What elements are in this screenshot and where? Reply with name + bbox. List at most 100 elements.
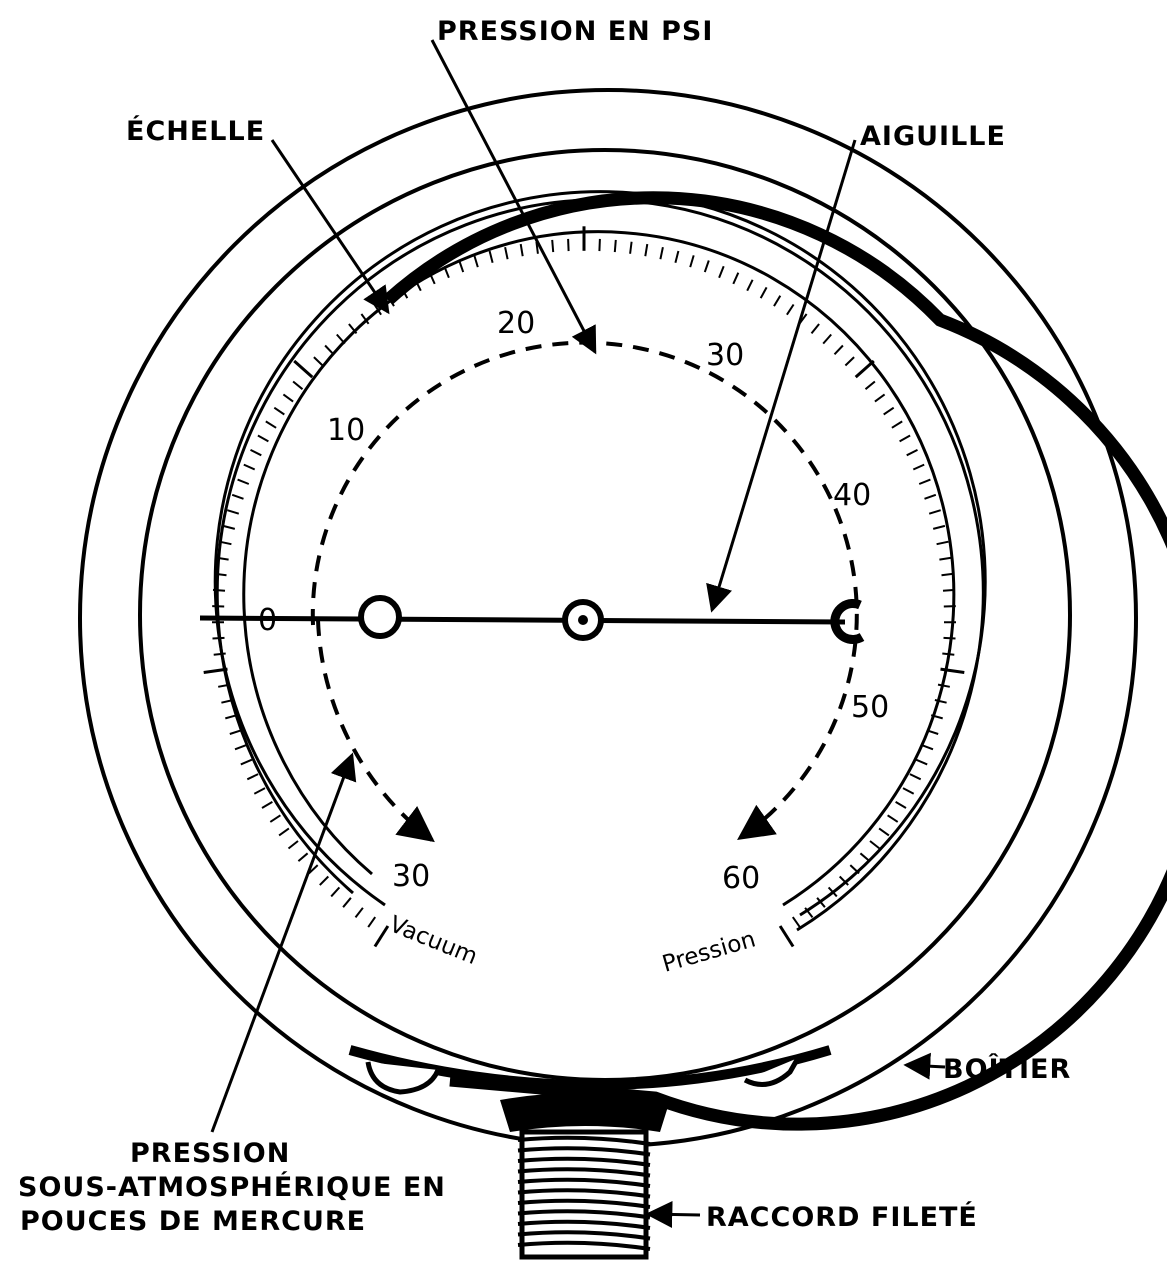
minor-tick bbox=[930, 714, 943, 720]
minor-tick bbox=[816, 897, 826, 908]
minor-tick bbox=[718, 265, 725, 279]
scale-inner-arc bbox=[242, 230, 956, 907]
minor-tick bbox=[942, 588, 956, 592]
scale-numbers: 0 10 20 30 40 50 60 30 Vacuum Pression bbox=[258, 306, 889, 978]
minor-tick bbox=[253, 787, 266, 795]
minor-tick bbox=[786, 303, 795, 316]
minor-tick bbox=[273, 406, 285, 416]
minor-tick bbox=[895, 801, 907, 809]
minor-tick bbox=[598, 238, 601, 252]
minor-tick bbox=[292, 380, 304, 390]
minor-tick bbox=[229, 729, 242, 735]
pointer-hub-center bbox=[578, 615, 588, 625]
label-sous-atm-2: SOUS-ATMOSPHÉRIQUE EN bbox=[18, 1171, 446, 1203]
scale-label-10: 10 bbox=[327, 413, 365, 448]
minor-tick bbox=[909, 773, 922, 781]
minor-tick bbox=[773, 295, 782, 307]
scale-label-vacuum-30: 30 bbox=[392, 859, 430, 894]
minor-tick bbox=[810, 323, 820, 335]
minor-tick bbox=[297, 852, 309, 862]
minor-tick bbox=[939, 556, 952, 561]
minor-tick bbox=[535, 241, 539, 254]
thread-line bbox=[517, 1177, 651, 1188]
minor-tick bbox=[928, 509, 941, 515]
minor-tick bbox=[218, 683, 231, 688]
label-echelle: ÉCHELLE bbox=[126, 115, 265, 147]
bezel-ring bbox=[138, 148, 1072, 1082]
thread-line bbox=[517, 1198, 651, 1209]
minor-tick bbox=[943, 636, 956, 640]
minor-tick bbox=[212, 588, 226, 592]
vacuum-label: Vacuum bbox=[386, 911, 481, 970]
minor-tick bbox=[659, 246, 664, 260]
minor-tick bbox=[791, 916, 801, 928]
minor-tick bbox=[849, 864, 860, 875]
minor-tick bbox=[934, 699, 947, 704]
label-raccord: RACCORD FILETÉ bbox=[706, 1201, 978, 1233]
minor-tick bbox=[348, 323, 358, 335]
vacuum-dashed-arc bbox=[316, 619, 435, 843]
minor-tick bbox=[257, 434, 269, 443]
minor-tick bbox=[804, 907, 814, 919]
label-sous-atm-3: POUCES DE MERCURE bbox=[20, 1206, 366, 1237]
minor-tick bbox=[921, 744, 934, 751]
scale-label-40: 40 bbox=[833, 478, 871, 513]
thread-line bbox=[517, 1219, 651, 1230]
scale-outer-arc bbox=[215, 198, 985, 932]
minor-tick bbox=[243, 463, 256, 471]
minor-tick bbox=[822, 333, 832, 345]
leader-boitier bbox=[903, 1052, 946, 1080]
label-boitier: BOÎTIER bbox=[943, 1053, 1071, 1085]
minor-tick bbox=[360, 313, 370, 325]
minor-tick bbox=[216, 556, 229, 561]
minor-tick bbox=[367, 916, 377, 928]
minor-tick bbox=[629, 241, 633, 254]
scale-label-60: 60 bbox=[722, 861, 760, 896]
minor-tick bbox=[336, 333, 346, 345]
minor-tick bbox=[222, 524, 236, 530]
pressure-dashed-arc bbox=[310, 340, 859, 841]
minor-tick bbox=[282, 393, 294, 403]
minor-tick bbox=[234, 744, 247, 751]
minor-tick bbox=[231, 493, 244, 500]
minor-tick bbox=[269, 814, 281, 823]
pointer-counterweight bbox=[358, 595, 402, 639]
minor-tick bbox=[838, 875, 849, 886]
minor-tick bbox=[912, 463, 925, 471]
minor-tick bbox=[942, 652, 955, 656]
major-tick bbox=[203, 667, 228, 674]
minor-tick bbox=[354, 907, 364, 919]
minor-tick bbox=[265, 420, 277, 429]
threaded-fitting bbox=[500, 1092, 670, 1260]
minor-tick bbox=[887, 814, 899, 823]
minor-tick bbox=[746, 279, 754, 292]
minor-ticks bbox=[211, 238, 957, 928]
minor-tick bbox=[237, 478, 250, 485]
minor-tick bbox=[221, 699, 234, 704]
minor-tick bbox=[613, 239, 617, 253]
minor-tick bbox=[504, 246, 509, 260]
minor-tick bbox=[891, 420, 903, 429]
minor-tick bbox=[443, 265, 450, 279]
pressure-label: Pression bbox=[659, 926, 758, 977]
minor-tick bbox=[278, 827, 290, 837]
minor-tick bbox=[915, 758, 928, 766]
lug-left bbox=[365, 1061, 441, 1095]
label-sous-atm-1: PRESSION bbox=[130, 1138, 290, 1169]
leader-aiguille bbox=[706, 139, 857, 613]
minor-tick bbox=[250, 449, 262, 457]
minor-tick bbox=[833, 344, 844, 355]
minor-tick bbox=[342, 897, 352, 908]
minor-tick bbox=[261, 801, 273, 809]
pointer-tip bbox=[830, 599, 865, 644]
minor-tick bbox=[932, 524, 946, 530]
case-bottom-rim bbox=[348, 1045, 832, 1090]
minor-tick bbox=[428, 272, 436, 285]
scale-label-0: 0 bbox=[258, 603, 277, 638]
minor-tick bbox=[214, 572, 227, 577]
thread-line bbox=[517, 1209, 651, 1220]
scale-label-30: 30 bbox=[706, 338, 744, 373]
callout-leaders bbox=[210, 39, 946, 1228]
pointer-shaft bbox=[199, 615, 846, 625]
